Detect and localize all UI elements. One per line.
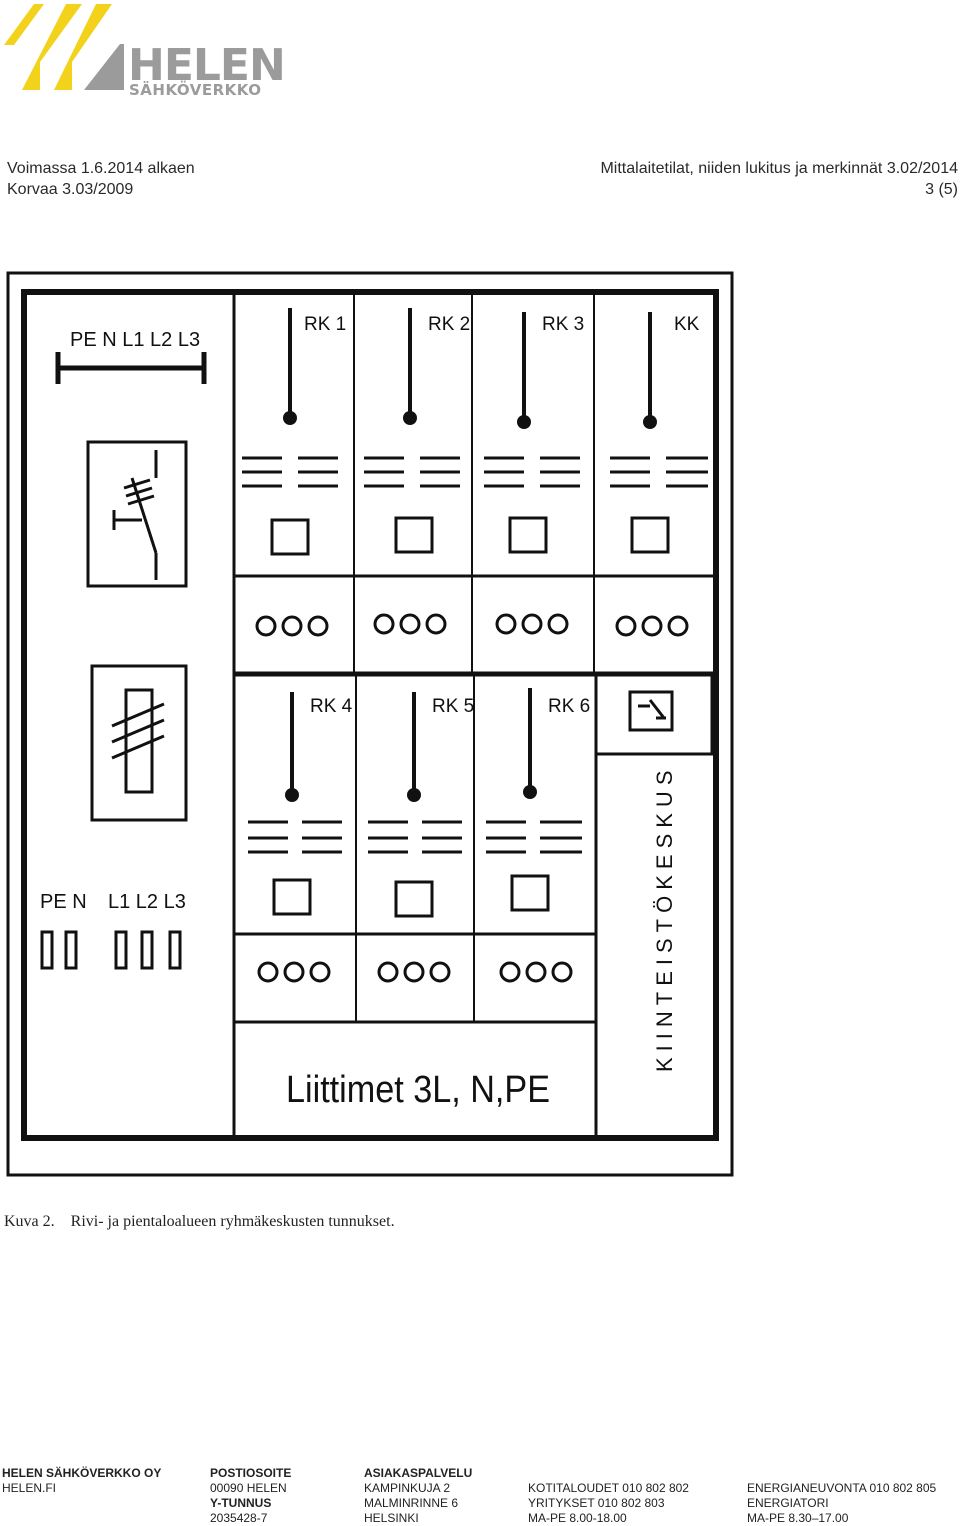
- footer-hours-2: MA-PE 8.30–17.00: [747, 1511, 849, 1525]
- module-rk2: RK 2: [364, 308, 470, 635]
- logo-yellow-stripe: [22, 4, 82, 90]
- logo-grey-stripe: [84, 44, 124, 90]
- module-label: RK 2: [428, 314, 470, 335]
- footer-energy-square: ENERGIATORI: [747, 1496, 829, 1510]
- logo-yellow-stripe: [54, 4, 112, 90]
- replaces: Korvaa 3.03/2009: [7, 181, 134, 198]
- module-rk3: RK 3: [484, 312, 584, 635]
- footer-business-id: 2035428-7: [210, 1511, 268, 1525]
- footer-service: ASIAKASPALVELU KAMPINKUJA 2 MALMINRINNE …: [364, 1466, 472, 1526]
- property-switch-icon: [628, 690, 674, 732]
- footer-hours-1: MA-PE 8.00-18.00: [528, 1511, 627, 1525]
- module-rk5: RK 5: [368, 692, 474, 983]
- module-label: RK 4: [310, 696, 353, 717]
- logo-yellow-stripe: [4, 4, 44, 45]
- module-rk6: RK 6: [486, 688, 590, 983]
- module-label: KK: [674, 314, 700, 335]
- logo-subtitle: SÄHKÖVERKKO: [129, 81, 262, 99]
- module-label: RK 6: [548, 696, 590, 717]
- footer-service-city: HELSINKI: [364, 1511, 419, 1525]
- module-rk4: RK 4: [248, 692, 353, 983]
- module-kk: KK: [610, 312, 708, 637]
- logo-name: HELEN: [128, 40, 286, 91]
- pen-terminals: [40, 930, 182, 970]
- property-center-label: KIINTEISTÖKESKUS: [652, 765, 677, 1073]
- main-fuse-icon: [90, 664, 188, 822]
- footer-energy: ENERGIANEUVONTA 010 802 805 ENERGIATORI …: [747, 1481, 936, 1526]
- footer-service-address-1: KAMPINKUJA 2: [364, 1481, 451, 1495]
- module-label: RK 1: [304, 314, 346, 335]
- footer-phones: KOTITALOUDET 010 802 802 YRITYKSET 010 8…: [528, 1481, 689, 1526]
- module-label: RK 5: [432, 696, 474, 717]
- footer-company: HELEN SÄHKÖVERKKO OY HELEN.FI: [2, 1466, 161, 1496]
- phase-label: L1 L2 L3: [108, 891, 186, 913]
- valid-from: Voimassa 1.6.2014 alkaen: [7, 160, 195, 177]
- header-right: Mittalaitetilat, niiden lukitus ja merki…: [600, 158, 958, 200]
- footer-postal-address: 00090 HELEN: [210, 1481, 287, 1495]
- main-switch-icon: [86, 440, 188, 588]
- footer-energy-advice: ENERGIANEUVONTA 010 802 805: [747, 1481, 937, 1495]
- footer-service-heading: ASIAKASPALVELU: [364, 1466, 473, 1480]
- footer-company-name: HELEN SÄHKÖVERKKO OY: [2, 1466, 162, 1480]
- page-number: 3 (5): [925, 181, 958, 198]
- caption-label: Kuva 2.: [4, 1213, 55, 1230]
- footer-website: HELEN.FI: [2, 1481, 57, 1495]
- distribution-board-diagram: PE N L1 L2 L3 PE N L1 L2 L3 RK 1: [6, 271, 734, 1177]
- footer-postal-heading: POSTIOSOITE: [210, 1466, 292, 1480]
- figure-caption: Kuva 2. Rivi- ja pientaloalueen ryhmäkesk…: [4, 1213, 395, 1231]
- footer-service-address-2: MALMINRINNE 6: [364, 1496, 459, 1510]
- pen-label: PE N: [40, 891, 87, 913]
- footer-households: KOTITALOUDET 010 802 802: [528, 1481, 689, 1495]
- terminals-label: Liittimet 3L, N,PE: [286, 1069, 550, 1111]
- document-title: Mittalaitetilat, niiden lukitus ja merki…: [600, 160, 958, 177]
- footer-business-id-heading: Y-TUNNUS: [210, 1496, 272, 1510]
- helen-logo: [4, 4, 124, 90]
- header-left: Voimassa 1.6.2014 alkaen Korvaa 3.03/200…: [7, 158, 195, 200]
- caption-text: Rivi- ja pientaloalueen ryhmäkeskusten t…: [70, 1213, 395, 1230]
- module-rk1: RK 1: [242, 308, 346, 637]
- module-label: RK 3: [542, 314, 584, 335]
- footer-postal: POSTIOSOITE 00090 HELEN Y-TUNNUS 2035428…: [210, 1466, 291, 1526]
- footer-companies: YRITYKSET 010 802 803: [528, 1496, 665, 1510]
- busbar-label: PE N L1 L2 L3: [70, 329, 200, 351]
